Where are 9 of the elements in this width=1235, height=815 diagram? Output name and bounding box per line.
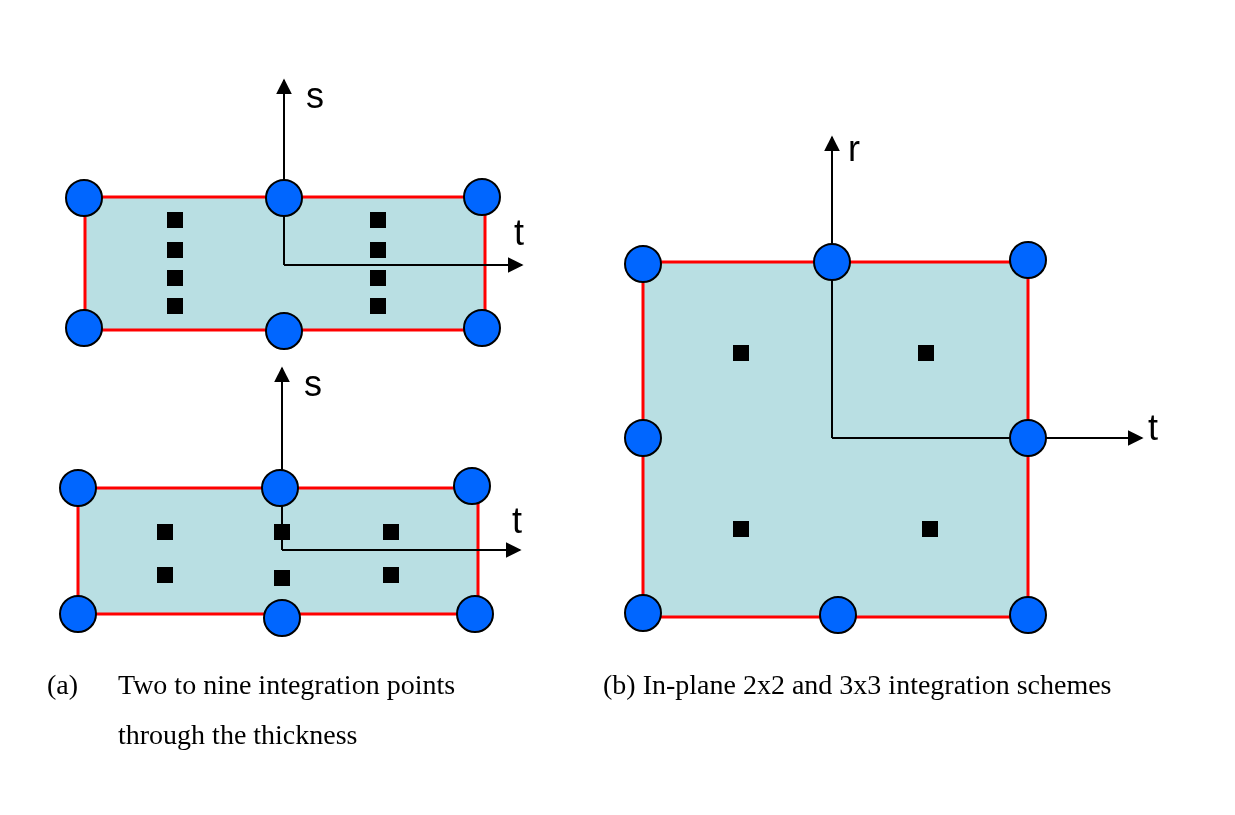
- axis-label: s: [306, 78, 324, 114]
- axis-label: r: [848, 131, 860, 167]
- axis-label: t: [514, 215, 524, 251]
- caption: (b) In-plane 2x2 and 3x3 integration schemes: [603, 668, 1113, 702]
- axis-label: s: [304, 366, 322, 402]
- caption-marker: (a): [47, 668, 79, 702]
- axis-label: t: [512, 503, 522, 539]
- axis-label: t: [1148, 410, 1158, 446]
- caption: Two to nine integration points through the thickness: [118, 668, 457, 752]
